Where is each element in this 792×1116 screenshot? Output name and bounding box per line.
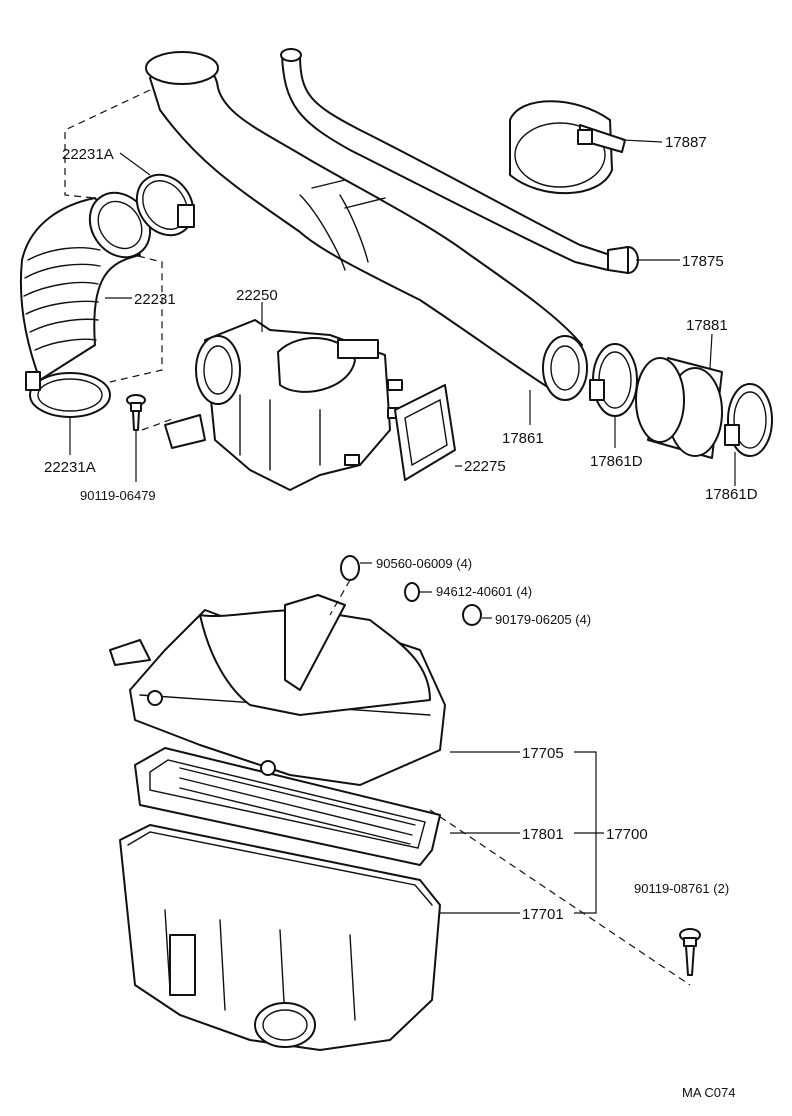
air-flow-meter-22250 — [164, 319, 403, 491]
clamp-17861d-a — [589, 343, 638, 417]
diagram-code: MA C074 — [682, 1085, 735, 1100]
clamp-17861d-b — [724, 383, 773, 457]
label-90179-06205: 90179-06205 (4) — [495, 612, 591, 627]
label-17861d-a: 17861D — [590, 453, 643, 470]
label-22250: 22250 — [236, 287, 278, 304]
label-17701: 17701 — [522, 906, 564, 923]
clamp-22231a-top — [135, 173, 195, 237]
lower-dashed-lines — [329, 579, 691, 986]
clamp-22231a-bottom — [25, 371, 111, 418]
label-17887: 17887 — [665, 134, 707, 151]
label-17881: 17881 — [686, 317, 728, 334]
part-labels: 17887 22231A 17875 22231 22250 17881 178… — [44, 134, 758, 1100]
hose-17875 — [280, 48, 639, 274]
nut-90179 — [462, 604, 482, 626]
leader-lines — [69, 139, 736, 914]
pipe-17881 — [635, 357, 723, 459]
heat-shield-17887 — [509, 100, 626, 195]
label-22275: 22275 — [464, 458, 506, 475]
bolt-90119-06479 — [126, 394, 146, 431]
label-90119-08761: 90119-08761 (2) — [634, 881, 729, 896]
bolt-90119-08761 — [679, 928, 701, 976]
label-17861d-b: 17861D — [705, 486, 758, 503]
label-17875: 17875 — [682, 253, 724, 270]
grommet-90560 — [340, 555, 360, 581]
filter-element-17801 — [134, 747, 441, 866]
label-22231a-bottom: 22231A — [44, 459, 96, 476]
gasket-22275 — [394, 384, 456, 481]
flex-hose-22231 — [19, 191, 152, 381]
label-17861: 17861 — [502, 430, 544, 447]
label-22231: 22231 — [134, 291, 176, 308]
label-90119-06479: 90119-06479 — [80, 488, 156, 503]
air-cleaner-case-17701 — [119, 824, 441, 1051]
label-94612-40601: 94612-40601 (4) — [436, 584, 532, 599]
collar-94612 — [404, 582, 420, 602]
label-17700: 17700 — [606, 826, 648, 843]
air-cleaner-cap-17705 — [109, 594, 446, 786]
label-90560-06009: 90560-06009 (4) — [376, 556, 472, 571]
intake-duct-17861 — [145, 51, 588, 401]
label-17705: 17705 — [522, 745, 564, 762]
label-17801: 17801 — [522, 826, 564, 843]
upper-dashed-lines — [64, 89, 176, 431]
label-22231a-top: 22231A — [62, 146, 114, 163]
